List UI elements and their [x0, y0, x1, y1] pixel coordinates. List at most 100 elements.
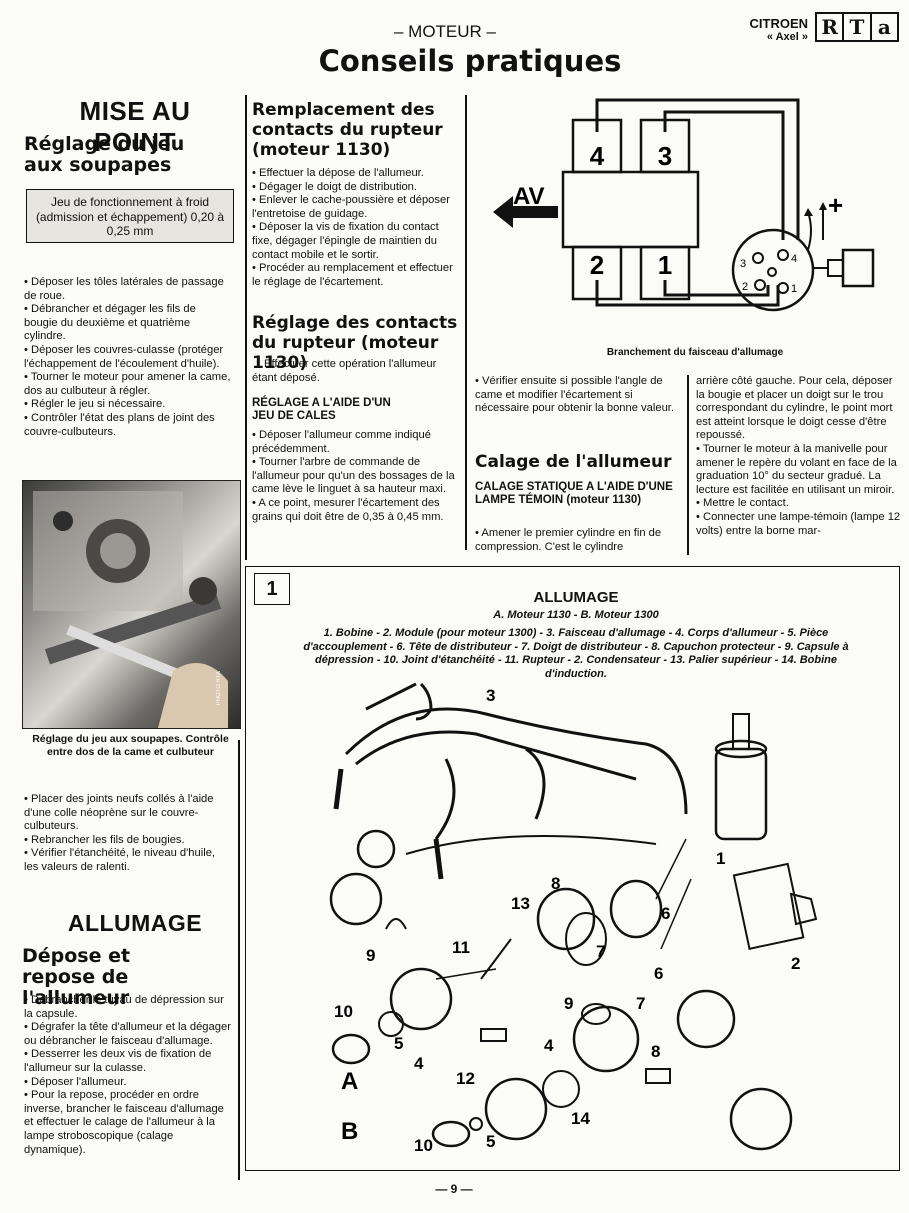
valve-clearance-photo: PHOTO RTA — [22, 480, 241, 729]
procedure-list-5: • Déposer l'allumeur comme indiqué précé… — [252, 429, 460, 524]
part-label: 9 — [366, 946, 375, 965]
module — [789, 892, 818, 926]
spark-plug-boot — [333, 768, 344, 810]
ignition-coil — [714, 747, 768, 841]
connector-plug — [827, 259, 844, 277]
part-label: 4 — [414, 1054, 424, 1073]
wiring-diagram: 4 3 2 1 AV 3 4 2 1 + — [493, 98, 875, 312]
photo-credit: PHOTO RTA — [216, 671, 222, 706]
subheading-jeu-de-cales: RÉGLAGE A L'AIDE D'UN JEU DE CALES — [252, 397, 391, 422]
arrowhead-icon — [819, 202, 827, 210]
part-label: 10 — [414, 1136, 433, 1155]
part-label: 12 — [456, 1069, 475, 1088]
distributor-housing-b — [484, 1077, 548, 1141]
list-item: • Enlever le cache-poussière et déposer … — [252, 194, 450, 220]
page-title: Conseils pratiques — [318, 44, 622, 78]
cap-terminal — [752, 252, 764, 264]
figure-number: 1 — [254, 573, 290, 605]
part-label: 3 — [486, 686, 495, 705]
list-item: • Procéder au remplacement et effectuer … — [252, 262, 453, 288]
distributor-body-a — [389, 967, 453, 1031]
coupling-piece — [378, 1011, 404, 1037]
part-label: 5 — [394, 1034, 403, 1053]
column-4-text: arrière côté gauche. Pour cela, déposer … — [696, 375, 904, 538]
cap-terminal — [777, 249, 789, 261]
list-item: • Déposer la vis de fixation du contact … — [252, 221, 439, 261]
cylinder-label: 2 — [590, 250, 604, 280]
procedure-list-3: • Débrancher le tuyau de dépression sur … — [24, 994, 232, 1157]
vacuum-hose — [405, 835, 657, 855]
list-item: • Vérifier l'étanchéité, le niveau d'hui… — [24, 847, 216, 873]
harness-wire — [525, 747, 546, 820]
heading-remplacement-contacts: Remplacement des contacts du rupteur (mo… — [252, 100, 443, 160]
clearance-spec-box: Jeu de fonctionnement à froid (admission… — [26, 189, 234, 243]
list-item: • Dégager le doigt de distribution. — [252, 180, 417, 193]
wire — [435, 968, 497, 980]
cap-terminal — [777, 282, 789, 294]
cap-center — [767, 267, 777, 277]
cylinder-label: 4 — [590, 141, 605, 171]
rta-logo: R T a — [815, 12, 899, 42]
list-item: • Régler le jeu si nécessaire. — [24, 398, 166, 411]
part-label: 7 — [596, 942, 605, 961]
procedure-list-2: • Placer des joints neufs collés à l'aid… — [24, 793, 232, 875]
list-item: • Débrancher le tuyau de dépression sur … — [24, 994, 224, 1020]
assembled-distributor-b — [729, 1087, 793, 1151]
list-item: • Amener le premier cylindre en fin de c… — [475, 527, 662, 553]
part-label: 13 — [511, 894, 530, 913]
list-item: • Vérifier ensuite si possible l'angle d… — [475, 375, 675, 415]
part-label: 8 — [551, 874, 560, 893]
wire-clip — [415, 682, 433, 721]
heading-calage-allumeur: Calage de l'allumeur — [475, 452, 672, 472]
cylinder-label: 1 — [658, 250, 672, 280]
list-item: • Connecter une lampe-témoin (lampe 12 v… — [696, 510, 901, 537]
part-label: 10 — [334, 1002, 353, 1021]
cap-number: 4 — [791, 253, 797, 265]
clearance-spec-text: Jeu de fonctionnement à froid (admission… — [35, 195, 225, 238]
harness-wire — [344, 707, 688, 815]
part-label: 9 — [564, 994, 573, 1013]
seal-ring — [331, 1033, 371, 1065]
upper-bearing — [536, 887, 596, 951]
intro-text: Effectuer cette opération l'allumeur éta… — [252, 358, 437, 384]
pointer-arrow-icon — [660, 878, 692, 950]
figure-subtitle: A. Moteur 1130 - B. Moteur 1300 — [493, 609, 659, 621]
part-label: 5 — [486, 1132, 495, 1151]
distributor-body-b — [572, 1005, 640, 1073]
cylinder-label: 3 — [658, 141, 672, 171]
list-item: • Déposer les tôles latérales de passage… — [24, 276, 224, 302]
harness-wire — [434, 758, 456, 840]
list-item: • Mettre le contact. — [696, 497, 789, 510]
list-item: • Tourner l'arbre de commande de l'allum… — [252, 456, 455, 496]
figure-title: ALLUMAGE — [533, 589, 619, 606]
ignition-wire — [595, 98, 800, 240]
coil-tower — [732, 713, 750, 750]
part-label: 14 — [571, 1109, 590, 1128]
front-label: AV — [513, 183, 545, 210]
coil-connector — [841, 248, 875, 288]
column-divider — [238, 740, 240, 1180]
vacuum-capsule — [385, 918, 407, 930]
front-arrow-icon — [493, 196, 558, 228]
breaker-points — [480, 938, 512, 980]
part-label: 4 — [544, 1036, 554, 1055]
column-divider — [687, 375, 689, 555]
part-label: 11 — [452, 938, 470, 957]
procedure-list-7: • Amener le premier cylindre en fin de c… — [475, 527, 682, 554]
logo-letter: a — [871, 14, 897, 40]
cap-terminal — [754, 279, 766, 291]
cap-number: 2 — [742, 281, 748, 293]
distributor-head — [609, 879, 663, 939]
list-item: • Pour la repose, procéder en ordre inve… — [24, 1089, 224, 1156]
distributor-cap — [731, 228, 815, 312]
engine-body — [561, 170, 700, 249]
list-item: • Contrôler l'état des plans de joint de… — [24, 411, 215, 438]
paragraph: arrière côté gauche. Pour cela, déposer … — [696, 375, 893, 442]
engine-photo-illustration — [33, 491, 228, 728]
logo-letter: T — [844, 14, 870, 40]
heading-depose-allumeur: Dépose et repose de l'allumeur — [22, 945, 131, 1009]
group-label-a: A — [341, 1068, 358, 1095]
arrowhead-icon — [804, 208, 813, 216]
induction-coil — [542, 1070, 580, 1108]
coil-top — [714, 739, 768, 759]
